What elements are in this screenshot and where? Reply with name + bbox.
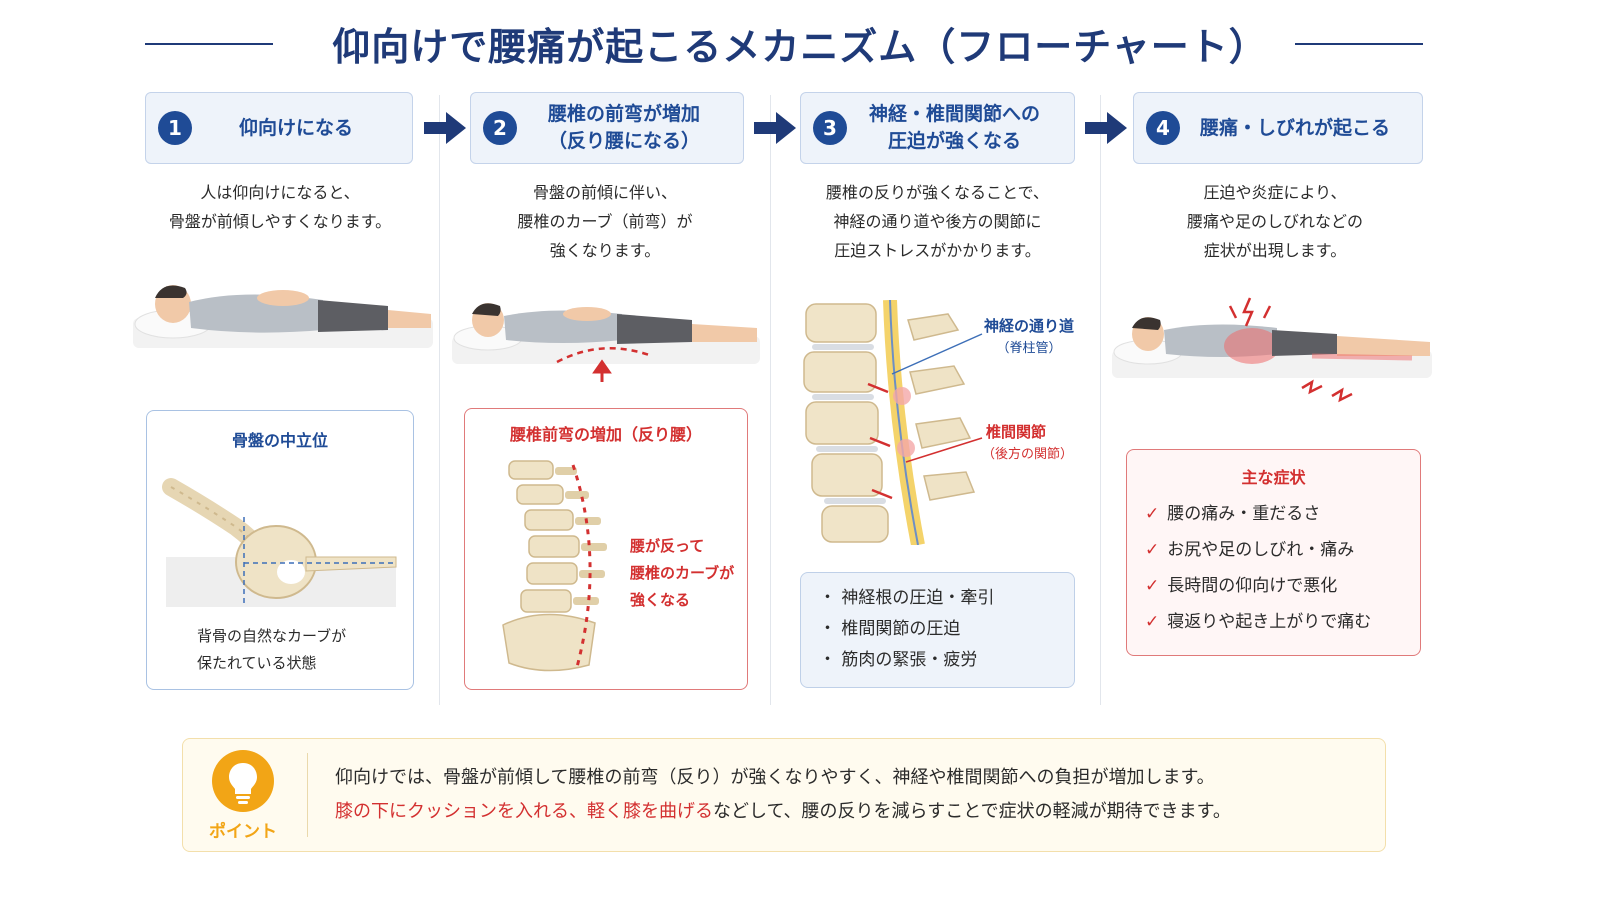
nerve-canal-callout-sub: （脊柱管） [996, 341, 1062, 356]
symptom-text: 長時間の仰向けで悪化 [1167, 576, 1338, 596]
step-3-label-line-2: 圧迫が強くなる [887, 130, 1021, 152]
step-3-number: 3 [813, 111, 847, 145]
step-4-description: 圧迫や炎症により、 腰痛や足のしびれなどの 症状が出現します。 [1130, 178, 1420, 265]
step-2-label-line-1: 腰椎の前弯が増加 [547, 103, 700, 125]
description-line: 人は仰向けになると、 [200, 183, 360, 202]
annotation-line: 強くなる [630, 591, 691, 609]
step-4-number: 4 [1146, 111, 1180, 145]
step-3-label-line-1: 神経・椎間関節への [868, 103, 1040, 125]
symptom-text: お尻や足のしびれ・痛み [1167, 540, 1355, 560]
description-line: 腰椎のカーブ（前弯）が [517, 212, 693, 231]
checkmark-icon: ✓ [1145, 504, 1160, 524]
caption-line: 保たれている状態 [197, 654, 317, 672]
description-line: 腰椎の反りが強くなることで、 [826, 183, 1049, 202]
point-text: 仰向けでは、骨盤が前傾して腰椎の前弯（反り）が強くなりやすく、神経や椎間関節への… [335, 761, 1231, 829]
symptoms-list: ✓ 腰の痛み・重だるさ ✓ お尻や足のしびれ・痛み ✓ 長時間の仰向けで悪化 ✓ 寝返り… [1145, 496, 1371, 640]
step-2-box: 2 腰椎の前弯が増加 （反り腰になる） [470, 92, 744, 164]
lumbar-spine-nerve-illustration [803, 300, 976, 545]
step-1-description: 人は仰向けになると、 骨盤が前傾しやすくなります。 [140, 178, 420, 236]
description-line: 圧迫ストレスがかかります。 [834, 241, 1041, 260]
description-line: 強くなります。 [549, 241, 661, 260]
description-line: 骨盤の前傾に伴い、 [532, 183, 677, 202]
checkmark-icon: ✓ [1145, 540, 1160, 560]
title-rule-left [145, 43, 273, 45]
step-1-number: 1 [158, 111, 192, 145]
page-title: 仰向けで腰痛が起こるメカニズム（フローチャート） [332, 25, 1268, 69]
symptom-item: ✓ 長時間の仰向けで悪化 [1145, 568, 1371, 604]
point-highlight: 膝の下にクッションを入れる、軽く膝を曲げる [335, 801, 713, 822]
point-label: ポイント [209, 822, 277, 842]
step-2-label-line-2: （反り腰になる） [547, 130, 700, 152]
nerve-canal-callout: 神経の通り道 （脊柱管） [984, 314, 1074, 360]
effect-item: ・ 椎間関節の圧迫 [819, 619, 961, 639]
symptoms-card: 主な症状 ✓ 腰の痛み・重だるさ ✓ お尻や足のしびれ・痛み ✓ 長時間の仰向けで悪化… [1126, 449, 1421, 656]
lumbar-spine-illustration [502, 460, 607, 672]
lying-person-pain-illustration [1112, 297, 1432, 403]
nerve-canal-callout-title: 神経の通り道 [984, 317, 1075, 335]
column-divider [770, 95, 771, 705]
step-4-box: 4 腰痛・しびれが起こる [1133, 92, 1423, 164]
point-divider [307, 753, 308, 837]
callout-lines [891, 333, 983, 463]
flow-arrow-icon [424, 112, 466, 144]
lordosis-card: 腰椎前弯の増加（反り腰） 腰が反って 腰椎のカーブが 強くなる [464, 408, 748, 690]
pelvis-neutral-title: 骨盤の中立位 [231, 431, 328, 450]
point-box: ポイント 仰向けでは、骨盤が前傾して腰椎の前弯（反り）が強くなりやすく、神経や椎… [182, 738, 1386, 852]
compression-effects-box: ・ 神経根の圧迫・牽引 ・ 椎間関節の圧迫 ・ 筋肉の緊張・疲労 [800, 572, 1075, 688]
step-4-label: 腰痛・しびれが起こる [1199, 116, 1390, 139]
description-line: 骨盤が前傾しやすくなります。 [168, 212, 392, 231]
lordosis-annotation: 腰が反って 腰椎のカーブが 強くなる [630, 533, 734, 614]
pelvis-neutral-card: 骨盤の中立位 背骨の自然なカーブが 保たれている状態 [146, 410, 414, 690]
effect-item: ・ 神経根の圧迫・牽引 [819, 588, 995, 608]
checkmark-icon: ✓ [1145, 612, 1160, 632]
checkmark-icon: ✓ [1145, 576, 1160, 596]
symptom-item: ✓ 腰の痛み・重だるさ [1145, 496, 1371, 532]
description-line: 症状が出現します。 [1203, 241, 1347, 260]
point-line-2-rest: などして、腰の反りを減らすことで症状の軽減が期待できます。 [713, 801, 1231, 822]
annotation-line: 腰椎のカーブが [630, 564, 735, 582]
facet-joint-callout-sub: （後方の関節） [982, 447, 1074, 462]
step-2-number: 2 [483, 111, 517, 145]
lying-person-illustration [133, 285, 433, 348]
column-divider [439, 95, 440, 705]
lying-person-arched-illustration [452, 303, 760, 382]
lordosis-title: 腰椎前弯の増加（反り腰） [509, 425, 702, 444]
description-line: 神経の通り道や後方の関節に [833, 212, 1042, 231]
step-1-box: 1 仰向けになる [145, 92, 413, 164]
point-line-2: 膝の下にクッションを入れる、軽く膝を曲げるなどして、腰の反りを減らすことで症状の… [335, 795, 1231, 829]
symptom-text: 腰の痛み・重だるさ [1167, 504, 1321, 524]
step-2-label: 腰椎の前弯が増加 （反り腰になる） [517, 101, 731, 155]
step-2-description: 骨盤の前傾に伴い、 腰椎のカーブ（前弯）が 強くなります。 [465, 178, 745, 265]
step-3-label: 神経・椎間関節への 圧迫が強くなる [847, 101, 1062, 155]
curve-indicator-line [571, 464, 592, 668]
lightbulb-icon [212, 750, 274, 812]
symptom-text: 寝返りや起き上がりで痛む [1167, 612, 1372, 632]
step-3-box: 3 神経・椎間関節への 圧迫が強くなる [800, 92, 1075, 164]
effect-item: ・ 筋肉の緊張・疲労 [819, 650, 978, 670]
pelvis-neutral-caption: 背骨の自然なカーブが 保たれている状態 [197, 623, 346, 677]
description-line: 腰痛や足のしびれなどの [1186, 212, 1363, 231]
column-divider [1100, 95, 1101, 705]
flow-arrow-icon [754, 112, 796, 144]
facet-joint-callout: 椎間関節 （後方の関節） [982, 420, 1073, 466]
step-3-description: 腰椎の反りが強くなることで、 神経の通り道や後方の関節に 圧迫ストレスがかかりま… [795, 178, 1080, 265]
symptom-item: ✓ お尻や足のしびれ・痛み [1145, 532, 1371, 568]
caption-line: 背骨の自然なカーブが [197, 627, 347, 645]
symptoms-title: 主な症状 [1241, 468, 1306, 487]
annotation-line: 腰が反って [630, 537, 705, 555]
title-rule-right [1295, 43, 1423, 45]
facet-joint-callout-title: 椎間関節 [986, 423, 1047, 441]
step-1-label: 仰向けになる [238, 116, 353, 139]
description-line: 圧迫や炎症により、 [1203, 183, 1347, 202]
flow-arrow-icon [1085, 112, 1127, 144]
symptom-item: ✓ 寝返りや起き上がりで痛む [1145, 604, 1371, 640]
point-line-1: 仰向けでは、骨盤が前傾して腰椎の前弯（反り）が強くなりやすく、神経や椎間関節への… [335, 767, 1215, 788]
pelvis-illustration [162, 478, 397, 607]
